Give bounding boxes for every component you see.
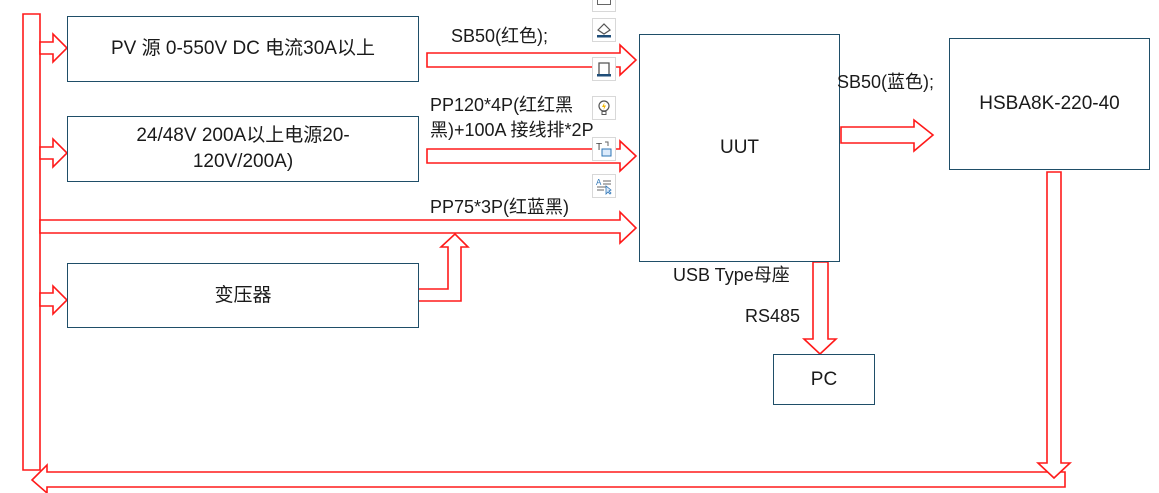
lightbulb-icon — [598, 100, 610, 115]
pv-source-label: PV 源 0-550V DC 电流30A以上 — [111, 38, 375, 60]
arrow-transformer-up — [416, 232, 470, 302]
dc-supply-box[interactable]: 24/48V 200A以上电源20- 120V/200A) — [67, 116, 419, 182]
arrow-rs485 — [801, 261, 839, 356]
dc-supply-label-line1: 24/48V 200A以上电源20- — [136, 125, 350, 147]
text-wrap-button[interactable]: T — [592, 137, 616, 161]
pp120-label-line2: 黑)+100A 接线排*2P — [430, 120, 594, 140]
branch-arrow-dc — [39, 137, 69, 169]
layout-icon — [597, 0, 611, 5]
pc-label: PC — [810, 368, 838, 390]
rs485-label: RS485 — [745, 306, 801, 326]
text-cursor-icon: A — [596, 178, 612, 195]
arrow-sb50-blue — [840, 118, 935, 153]
pp75-label: PP75*3P(红蓝黑) — [430, 197, 570, 217]
usb-label: USB Type母座 — [673, 265, 790, 285]
pp120-label-line1: PP120*4P(红红黑 — [430, 95, 574, 115]
outline-icon — [597, 62, 611, 77]
transformer-label: 变压器 — [214, 283, 272, 306]
branch-arrow-pv — [39, 32, 69, 64]
uut-label: UUT — [719, 137, 760, 159]
transformer-box[interactable]: 变压器 — [67, 263, 419, 328]
return-bus-bottom-arrow — [30, 463, 1066, 493]
return-bus-trunk — [22, 13, 41, 471]
load-box[interactable]: HSBA8K-220-40 — [949, 38, 1150, 170]
layout-options-button[interactable] — [592, 0, 616, 12]
shape-outline-button[interactable] — [592, 57, 616, 81]
uut-box[interactable]: UUT — [639, 34, 840, 262]
svg-text:A: A — [596, 178, 602, 187]
text-box-icon: T — [596, 141, 612, 157]
dc-supply-label-line2: 120V/200A) — [192, 151, 294, 172]
arrow-load-down — [1035, 171, 1073, 480]
ideas-button[interactable] — [592, 96, 616, 120]
branch-arrow-transformer — [39, 284, 69, 316]
paint-bucket-icon — [597, 23, 611, 38]
pc-box[interactable]: PC — [773, 354, 875, 405]
shape-fill-button[interactable] — [592, 18, 616, 42]
sb50-red-label: SB50(红色); — [451, 26, 549, 46]
svg-text:T: T — [596, 142, 602, 153]
pv-source-box[interactable]: PV 源 0-550V DC 电流30A以上 — [67, 16, 419, 82]
text-select-button[interactable]: A — [592, 174, 616, 198]
sb50-blue-label: SB50(蓝色); — [837, 72, 935, 92]
load-label: HSBA8K-220-40 — [979, 93, 1120, 115]
